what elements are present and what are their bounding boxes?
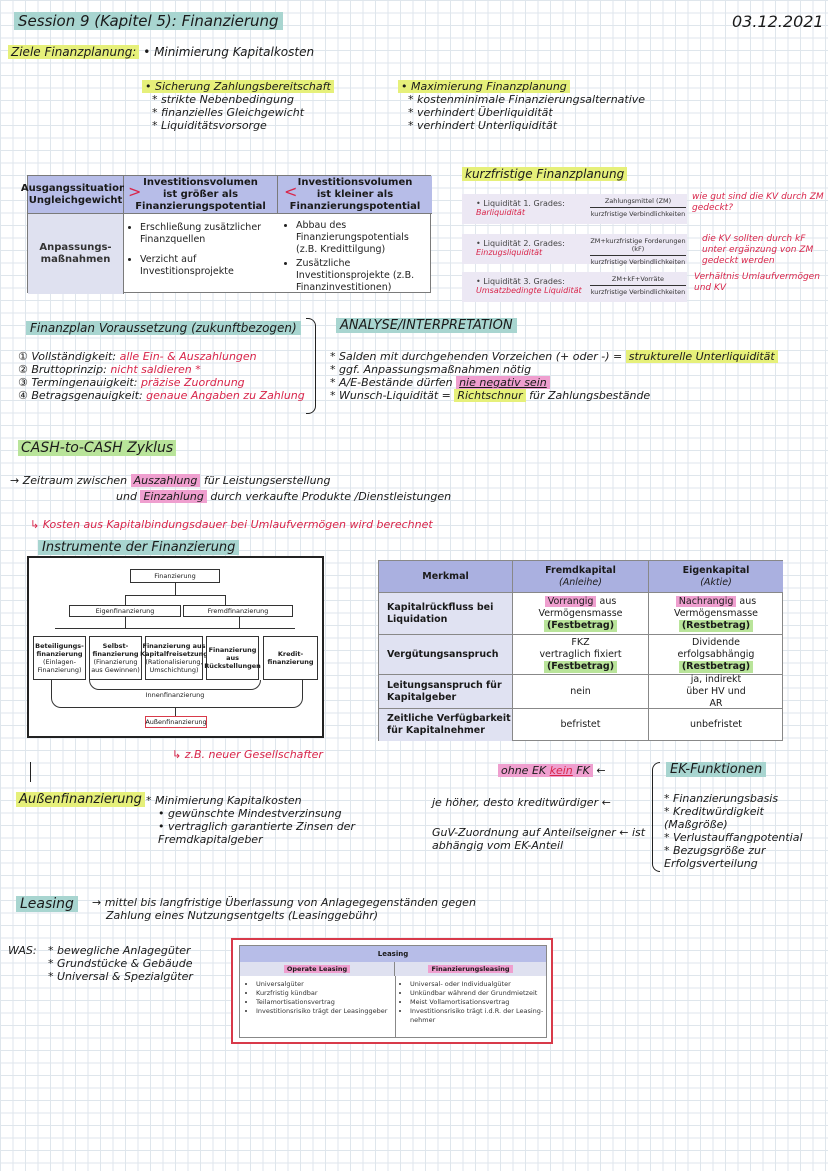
ek-left-2: GuV-Zuordnung auf Anteilseigner ← ist ab… xyxy=(432,826,646,852)
t2-row-label: Kapitalrückfluss bei Liquidation xyxy=(379,593,513,635)
aussen-list: * Minimierung Kapitalkosten • gewünschte… xyxy=(146,794,355,846)
t2-cell: Nachrangig aus Vermögensmasse(Restbetrag… xyxy=(649,593,783,635)
leasing-fin-list: Universal- oder Individualgüter Unkündba… xyxy=(398,980,546,1025)
t2-ek: Eigenkapital(Aktie) xyxy=(649,561,783,593)
org-beteiligung: Beteiligungs-finanzierung(Einlagen-Finan… xyxy=(33,636,86,680)
t1-row-label: Anpassungs-maßnahmen xyxy=(28,214,124,294)
t2-cell: unbefristet xyxy=(689,719,743,730)
leasing-op-list: Universalgüter Kurzfristig kündbar Teila… xyxy=(244,980,394,1016)
kurzfristig-title: kurzfristige Finanzplanung xyxy=(462,167,628,181)
leasing-was-list: * bewegliche Anlagegüter * Grundstücke &… xyxy=(48,944,193,983)
ek-functions: * Finanzierungsbasis * Kreditwürdigkeit … xyxy=(664,792,803,870)
t2-merkmal: Merkmal xyxy=(379,561,513,593)
leasing-title: Leasing xyxy=(16,896,78,912)
t2-cell: nein xyxy=(513,675,649,709)
finanzierung-org-chart: Finanzierung Eigenfinanzierung Fremdfina… xyxy=(27,556,324,738)
org-selbst: Selbst-finanzierung(Finanzierung aus Gew… xyxy=(89,636,142,680)
finanzplan-title: Finanzplan Voraussetzung (zukunftbezogen… xyxy=(26,321,301,335)
liquiditaet-1: • Liquidität 1. Grades:Barliquidität Zah… xyxy=(462,194,687,224)
analyse-title: ANALYSE/INTERPRETATION xyxy=(336,318,517,333)
note-gesellschafter: ↳ z.B. neuer Gesellschafter xyxy=(172,748,323,761)
page-title: Session 9 (Kapitel 5): Finanzierung xyxy=(14,12,283,30)
leasing-table-title: Leasing xyxy=(240,946,546,962)
fk-ek-table: Merkmal Fremdkapital(Anleihe) Eigenkapit… xyxy=(378,560,783,741)
org-fremd: Fremdfinanzierung xyxy=(183,605,293,617)
t1-cell-2: Abbau des Finanzierungspotentials (z.B. … xyxy=(284,220,426,302)
aussen-title: Außenfinanzierung xyxy=(16,792,145,807)
t2-cell: Vorrangig aus Vermögensmasse(Festbetrag) xyxy=(513,593,649,635)
t1-cell-1: Erschließung zusätzlicher Finanzquellen … xyxy=(128,222,268,286)
t1-header-0: Ausgangssituation: Ungleichgewicht xyxy=(21,176,130,214)
analyse-list: * Salden mit durchgehenden Vorzeichen (+… xyxy=(330,350,825,402)
org-rueckstellungen: Finanzierung aus Rückstellungen xyxy=(204,636,261,680)
ohne-ek: ohne EK kein FK ← xyxy=(498,764,606,777)
org-eigen: Eigenfinanzierung xyxy=(69,605,181,617)
cash-line-3: ↳ Kosten aus Kapitalbindungsdauer bei Um… xyxy=(30,518,433,531)
liquiditaet-3: • Liquidität 3. Grades:Umsatzbedingte Li… xyxy=(462,272,687,302)
org-kapitalfreisetzung: Finanzierung aus Kapitalfreisetzung(Rati… xyxy=(140,636,208,680)
ziele-right: • Maximierung Finanzplanung * kostenmini… xyxy=(398,80,645,132)
ek-left-1: je höher, desto kreditwürdiger ← xyxy=(432,796,611,809)
t2-cell: befristet xyxy=(513,709,649,741)
note-liq-1: wie gut sind die KV durch ZM gedeckt? xyxy=(692,192,824,213)
cash-line-2: und Einzahlung durch verkaufte Produkte … xyxy=(116,490,452,503)
ungleichgewicht-table: Ausgangssituation: Ungleichgewicht > Inv… xyxy=(21,175,432,294)
leasing-fin-header: Finanzierungsleasing xyxy=(395,962,546,976)
date: 03.12.2021 xyxy=(732,12,824,31)
t1-header-1: > Investitionsvolumen ist größer als Fin… xyxy=(124,176,278,214)
liquiditaet-2: • Liquidität 2. Grades:Einzugsliquidität… xyxy=(462,234,687,266)
instrumente-title: Instrumente der Finanzierung xyxy=(38,540,240,555)
leasing-op-header: Operate Leasing xyxy=(240,962,395,976)
note-liq-3: Verhältnis Umlaufvermögen und KV xyxy=(694,272,820,293)
ziele-line: Ziele Finanzplanung: • Minimierung Kapit… xyxy=(8,45,314,59)
cash-title: CASH-to-CASH Zyklus xyxy=(18,440,177,456)
t2-fk: Fremdkapital(Anleihe) xyxy=(513,561,649,593)
leasing-desc: → mittel bis langfristige Überlassung vo… xyxy=(92,896,476,922)
t2-row-label: Vergütungsanspruch xyxy=(379,635,513,675)
org-kredit: Kredit-finanzierung xyxy=(263,636,318,680)
t2-row-label: Leitungsanspruch für Kapitalgeber xyxy=(379,675,513,709)
finanzplan-list: ① Vollständigkeit: alle Ein- & Auszahlun… xyxy=(18,350,305,402)
ek-title: EK-Funktionen xyxy=(666,762,767,777)
org-finanzierung: Finanzierung xyxy=(130,569,220,583)
leasing-was: WAS: xyxy=(8,944,37,957)
cash-line-1: → Zeitraum zwischen Auszahlung für Leist… xyxy=(10,474,331,487)
bracket xyxy=(306,318,316,414)
note-liq-2: die KV sollten durch kF unter ergänzung … xyxy=(702,234,814,266)
t2-row-label: Zeitliche Verfügbarkeit für Kapitalnehme… xyxy=(379,709,513,741)
ziele-left: • Sicherung Zahlungsbereitschaft * strik… xyxy=(142,80,334,132)
leasing-table: Leasing Operate Leasing Finanzierungslea… xyxy=(231,938,553,1044)
t2-cell: ja, indirekt über HV und AR xyxy=(649,674,783,709)
t1-header-2: < Investitionsvolumen ist kleiner als Fi… xyxy=(278,176,432,214)
ek-bracket xyxy=(652,762,660,872)
org-innen: Innenfinanzierung xyxy=(145,691,205,699)
org-aussen: Außenfinanzierung xyxy=(145,716,207,728)
